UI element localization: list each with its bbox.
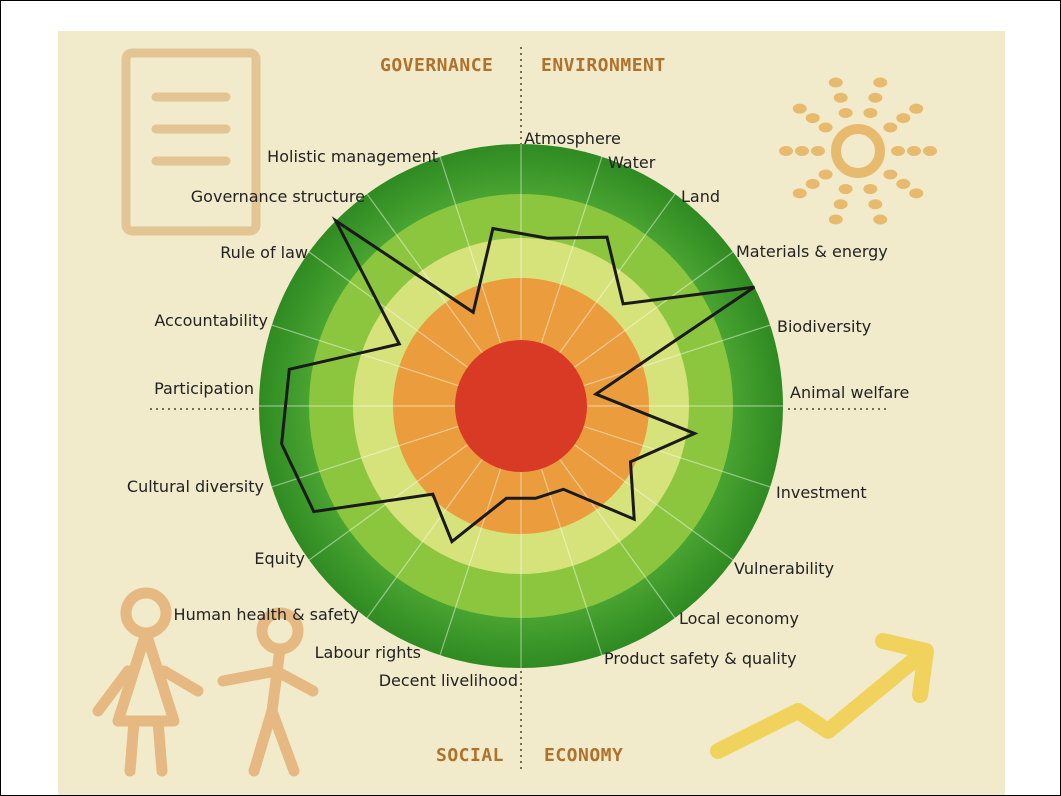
theme-label-human-health-safety: Human health & safety [173, 605, 359, 624]
sun-ray-grain [828, 77, 843, 88]
theme-label-equity: Equity [254, 549, 305, 568]
sun-ray-grain [811, 146, 825, 156]
sun-ray-grain [883, 122, 898, 133]
sun-ray-grain [833, 199, 848, 210]
spoke-line [574, 251, 734, 368]
score-polygon [280, 216, 756, 545]
sun-ray-grain [805, 178, 820, 189]
sun-ray-grain [805, 113, 820, 124]
theme-label-materials-energy: Materials & energy [736, 242, 888, 261]
spoke-line [583, 425, 771, 488]
sun-icon [779, 77, 937, 225]
spoke-line [308, 444, 468, 561]
spoke-line [308, 251, 468, 368]
sun-ray-grain [863, 107, 878, 118]
spoke-line [574, 444, 734, 561]
sun-ray-grain [907, 146, 921, 156]
spoke-line [439, 156, 502, 344]
sun-ray-grain [909, 103, 924, 114]
sun-ray-grain [868, 199, 883, 210]
quadrant-title-social: SOCIAL [436, 745, 505, 766]
spoke-line [271, 425, 459, 488]
sun-ray-grain [795, 146, 809, 156]
spoke-line [540, 156, 603, 344]
people-icon [92, 587, 319, 777]
diagram-canvas [92, 47, 937, 777]
sun-ray-grain [873, 214, 888, 225]
theme-label-product-safety-quality: Product safety & quality [604, 649, 797, 668]
sun-ray-grain [779, 146, 793, 156]
theme-label-rule-of-law: Rule of law [220, 243, 308, 262]
sun-ray-grain [891, 146, 905, 156]
theme-label-land: Land [681, 187, 721, 206]
spoke-line [439, 468, 502, 656]
theme-label-participation: Participation [154, 379, 254, 398]
trend-up-arrow-icon [710, 633, 934, 759]
sun-ray-grain [923, 146, 937, 156]
segment-spokes [259, 144, 783, 668]
sun-ray-grain [792, 103, 807, 114]
quadrant-title-economy: ECONOMY [544, 745, 624, 766]
quadrant-title-environment: ENVIRONMENT [541, 55, 666, 76]
sun-ray-grain [896, 178, 911, 189]
theme-label-local-economy: Local economy [679, 609, 799, 628]
theme-label-vulnerability: Vulnerability [734, 559, 835, 578]
sun-ray-grain [909, 188, 924, 199]
spoke-line [540, 468, 603, 656]
theme-label-governance-structure: Governance structure [190, 187, 365, 206]
theme-label-holistic-management: Holistic management [267, 147, 438, 166]
theme-label-decent-livelihood: Decent livelihood [378, 671, 518, 690]
sun-ray-grain [828, 214, 843, 225]
theme-label-biodiversity: Biodiversity [777, 317, 872, 336]
sun-ray-grain [818, 169, 833, 180]
theme-label-animal-welfare: Animal welfare [790, 383, 910, 402]
theme-label-water: Water [608, 153, 656, 172]
sun-ray-grain [873, 77, 888, 88]
target-rings [259, 144, 783, 668]
theme-label-cultural-diversity: Cultural diversity [126, 477, 264, 496]
sun-ray-grain [818, 122, 833, 133]
theme-label-labour-rights: Labour rights [314, 643, 421, 662]
quadrant-title-governance: GOVERNANCE [380, 55, 494, 76]
theme-label-atmosphere: Atmosphere [524, 129, 621, 148]
sun-ray-grain [833, 92, 848, 103]
sun-ray-grain [792, 188, 807, 199]
spoke-line [366, 459, 483, 619]
sun-ray-grain [838, 184, 853, 195]
spoke-line [271, 324, 459, 387]
sun-ray-grain [838, 107, 853, 118]
sustainability-poster: GOVERNANCE ENVIRONMENT SOCIAL ECONOMY At… [58, 31, 1005, 795]
spoke-line [559, 459, 676, 619]
sun-ray-grain [863, 184, 878, 195]
spoke-line [583, 324, 771, 387]
theme-label-investment: Investment [776, 483, 867, 502]
spoke-line [366, 193, 483, 353]
spoke-line [559, 193, 676, 353]
theme-label-accountability: Accountability [154, 311, 268, 330]
sun-ray-grain [896, 113, 911, 124]
sun-ray-grain [883, 169, 898, 180]
sun-ray-grain [868, 92, 883, 103]
document-icon [121, 48, 261, 236]
